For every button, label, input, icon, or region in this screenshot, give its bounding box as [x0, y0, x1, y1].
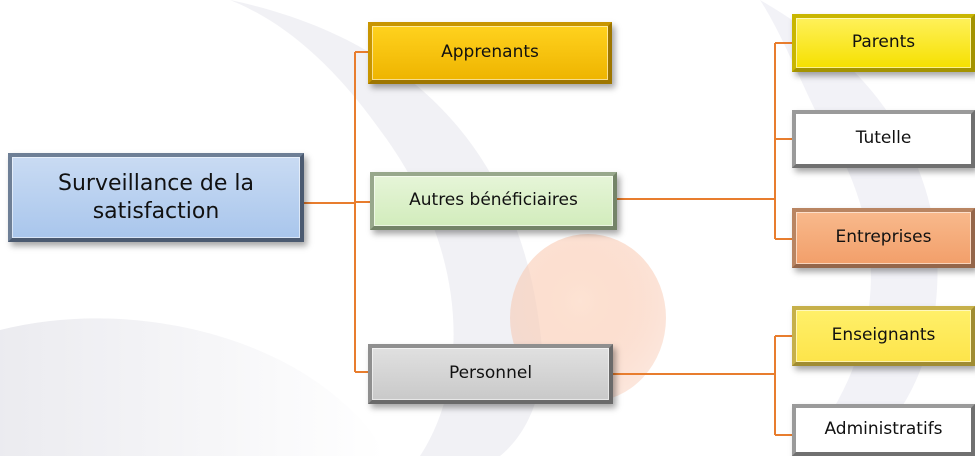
node-apprenants: Apprenants	[368, 22, 612, 84]
node-label: Parents	[851, 32, 916, 53]
node-enseignants: Enseignants	[792, 306, 975, 366]
node-label: Apprenants	[441, 42, 539, 63]
node-label: Entreprises	[835, 227, 932, 248]
node-entreprises: Entreprises	[792, 208, 975, 268]
node-label: Tutelle	[855, 128, 912, 149]
node-administratifs: Administratifs	[792, 404, 975, 456]
node-autres-beneficiaires: Autres bénéficiaires	[370, 172, 617, 230]
node-label: Enseignants	[831, 325, 936, 346]
node-tutelle: Tutelle	[792, 110, 975, 168]
background-swirl	[230, 0, 542, 456]
node-label: Administratifs	[824, 419, 943, 440]
node-label: Personnel	[448, 363, 533, 384]
root-node-label: Surveillance de la satisfaction	[58, 171, 254, 224]
node-label: Autres bénéficiaires	[409, 190, 578, 211]
root-node-surveillance: Surveillance de la satisfaction	[8, 153, 304, 242]
node-personnel: Personnel	[368, 344, 613, 404]
node-parents: Parents	[792, 14, 975, 72]
background-swirl	[0, 318, 385, 456]
